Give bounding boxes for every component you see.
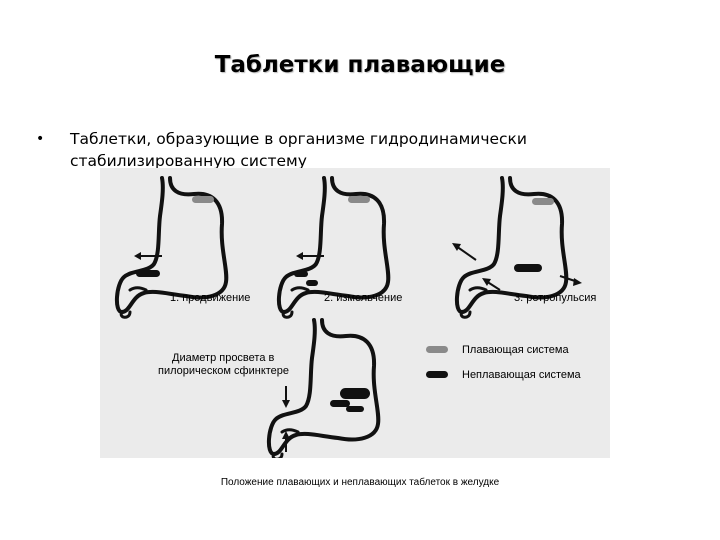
floating-tablet xyxy=(192,196,214,203)
arrow-head xyxy=(573,278,582,286)
arrow-head xyxy=(282,400,290,408)
panel-pylorus xyxy=(266,318,381,458)
arrow-head xyxy=(452,243,461,251)
bullet-text: Таблетки, образующие в организме гидроди… xyxy=(70,130,527,170)
panel-grinding: 2. измельчение xyxy=(276,176,402,319)
arrow-head xyxy=(282,431,290,439)
arrow-head xyxy=(296,252,303,260)
panel-label: 1. продвижение xyxy=(170,292,250,304)
arrow-head xyxy=(134,252,141,260)
nonfloating-tablet xyxy=(340,388,370,399)
arrow-head xyxy=(482,278,491,286)
floating-tablet xyxy=(532,198,554,205)
figure-caption: Положение плавающих и неплавающих таблет… xyxy=(220,477,500,488)
bullet-marker: • xyxy=(36,131,45,147)
nonfloating-tablet xyxy=(294,271,308,277)
nonfloating-tablet xyxy=(346,406,364,412)
legend: Плавающая система Неплавающая система xyxy=(426,344,582,381)
slide-title: Таблетки плавающие xyxy=(214,52,506,78)
nonfloating-tablet xyxy=(306,280,318,286)
floating-tablet xyxy=(348,196,370,203)
nonfloating-tablet xyxy=(514,264,542,272)
panel-propulsion: 1. продвижение xyxy=(114,176,250,319)
nonfloating-tablet xyxy=(136,270,160,277)
panel-label: 3. ретропульсия xyxy=(514,292,596,304)
panel-retropulsion: 3. ретропульсия xyxy=(452,176,596,319)
panel-label: 2. измельчение xyxy=(324,292,402,304)
legend-floating-swatch xyxy=(426,346,448,353)
retro-arrow xyxy=(455,245,477,261)
legend-nonfloating-swatch xyxy=(426,371,448,378)
diameter-label-line2: пилорическом сфинктере xyxy=(158,365,289,377)
figure-background xyxy=(100,168,610,458)
legend-floating-label: Плавающая система xyxy=(462,344,569,356)
legend-nonfloating-label: Неплавающая система xyxy=(462,369,582,381)
diameter-label-line1: Диаметр просвета в xyxy=(172,352,274,364)
stomach-diagram: 1. продвижение 2. измельчение 3. ретропу… xyxy=(100,168,610,458)
nonfloating-tablet xyxy=(330,400,350,407)
